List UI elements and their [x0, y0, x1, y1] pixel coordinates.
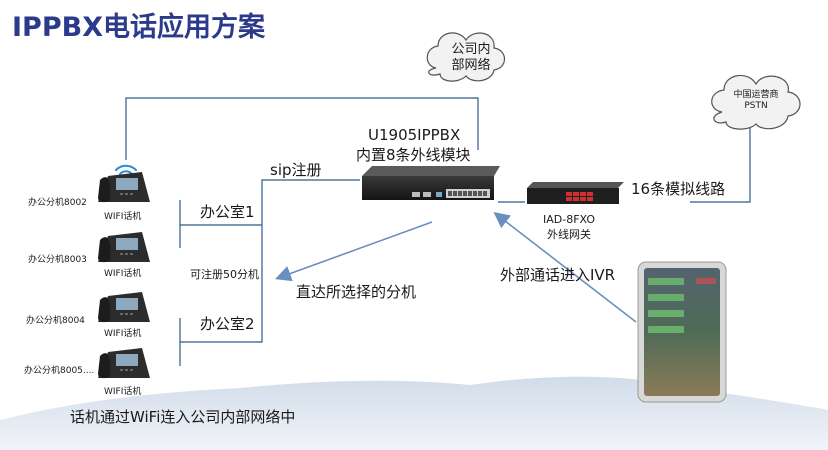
phone-tag-label: WIFI话机 — [104, 269, 142, 279]
phone-ext-label: 办公分机8004 — [26, 316, 85, 326]
phone-tag-label: WIFI话机 — [104, 329, 142, 339]
register-capacity-label: 可注册50分机 — [190, 268, 259, 281]
cloud-pstn-line2: PSTN — [744, 100, 768, 111]
phone-ext-label: 办公分机8003 — [28, 255, 87, 265]
ip-phone-icon — [98, 348, 150, 379]
lan-link-line — [125, 97, 479, 160]
gateway-device-icon — [527, 182, 624, 204]
wifi-note-label: 话机通过WiFi连入公司内部网络中 — [70, 408, 296, 426]
gateway-desc-label: 外线网关 — [547, 228, 591, 241]
ip-phone-icon — [98, 172, 150, 203]
connection-lines — [125, 97, 751, 366]
external-ivr-label: 外部通话进入IVR — [500, 266, 616, 284]
office2-label: 办公室2 — [200, 315, 255, 333]
office1-label: 办公室1 — [200, 203, 255, 221]
pbx-register-line — [180, 179, 360, 343]
analog-lines-label: 16条模拟线路 — [631, 180, 726, 198]
pbx-model-label: U1905IPPBX — [368, 126, 461, 144]
gateway-model-label: IAD-8FXO — [543, 213, 596, 226]
sip-register-label: sip注册 — [270, 161, 322, 179]
direct-ext-arrow — [274, 221, 433, 282]
cloud-pstn-label: 中国运营商 PSTN — [720, 90, 792, 112]
phone-ext-label: 办公分机8005.... — [24, 366, 95, 376]
smartphone-icon — [637, 261, 727, 403]
cloud-lan-label: 公司内 部网络 — [445, 42, 497, 73]
cloud-lan-line2: 部网络 — [451, 57, 491, 73]
pbx-desc-label: 内置8条外线模块 — [356, 146, 471, 164]
direct-ext-label: 直达所选择的分机 — [296, 283, 417, 301]
flow-arrows — [274, 212, 637, 323]
cloud-icon — [426, 32, 506, 82]
phone-tag-label: WIFI话机 — [104, 387, 142, 397]
ip-phone-icon — [98, 232, 150, 263]
phone-ext-label: 办公分机8002 — [28, 198, 87, 208]
phone-tag-label: WIFI话机 — [104, 212, 142, 222]
ivr-arrow — [493, 212, 637, 323]
page-title: IPPBX电话应用方案 — [12, 12, 266, 43]
cloud-pstn-line1: 中国运营商 — [733, 90, 779, 100]
cloud-lan-line1: 公司内 — [451, 42, 491, 57]
pstn-link-line — [690, 125, 751, 203]
ip-phone-icon — [98, 292, 150, 323]
background-decoration — [0, 376, 828, 450]
pbx-device-icon — [362, 166, 500, 200]
cloud-icon — [711, 74, 801, 130]
